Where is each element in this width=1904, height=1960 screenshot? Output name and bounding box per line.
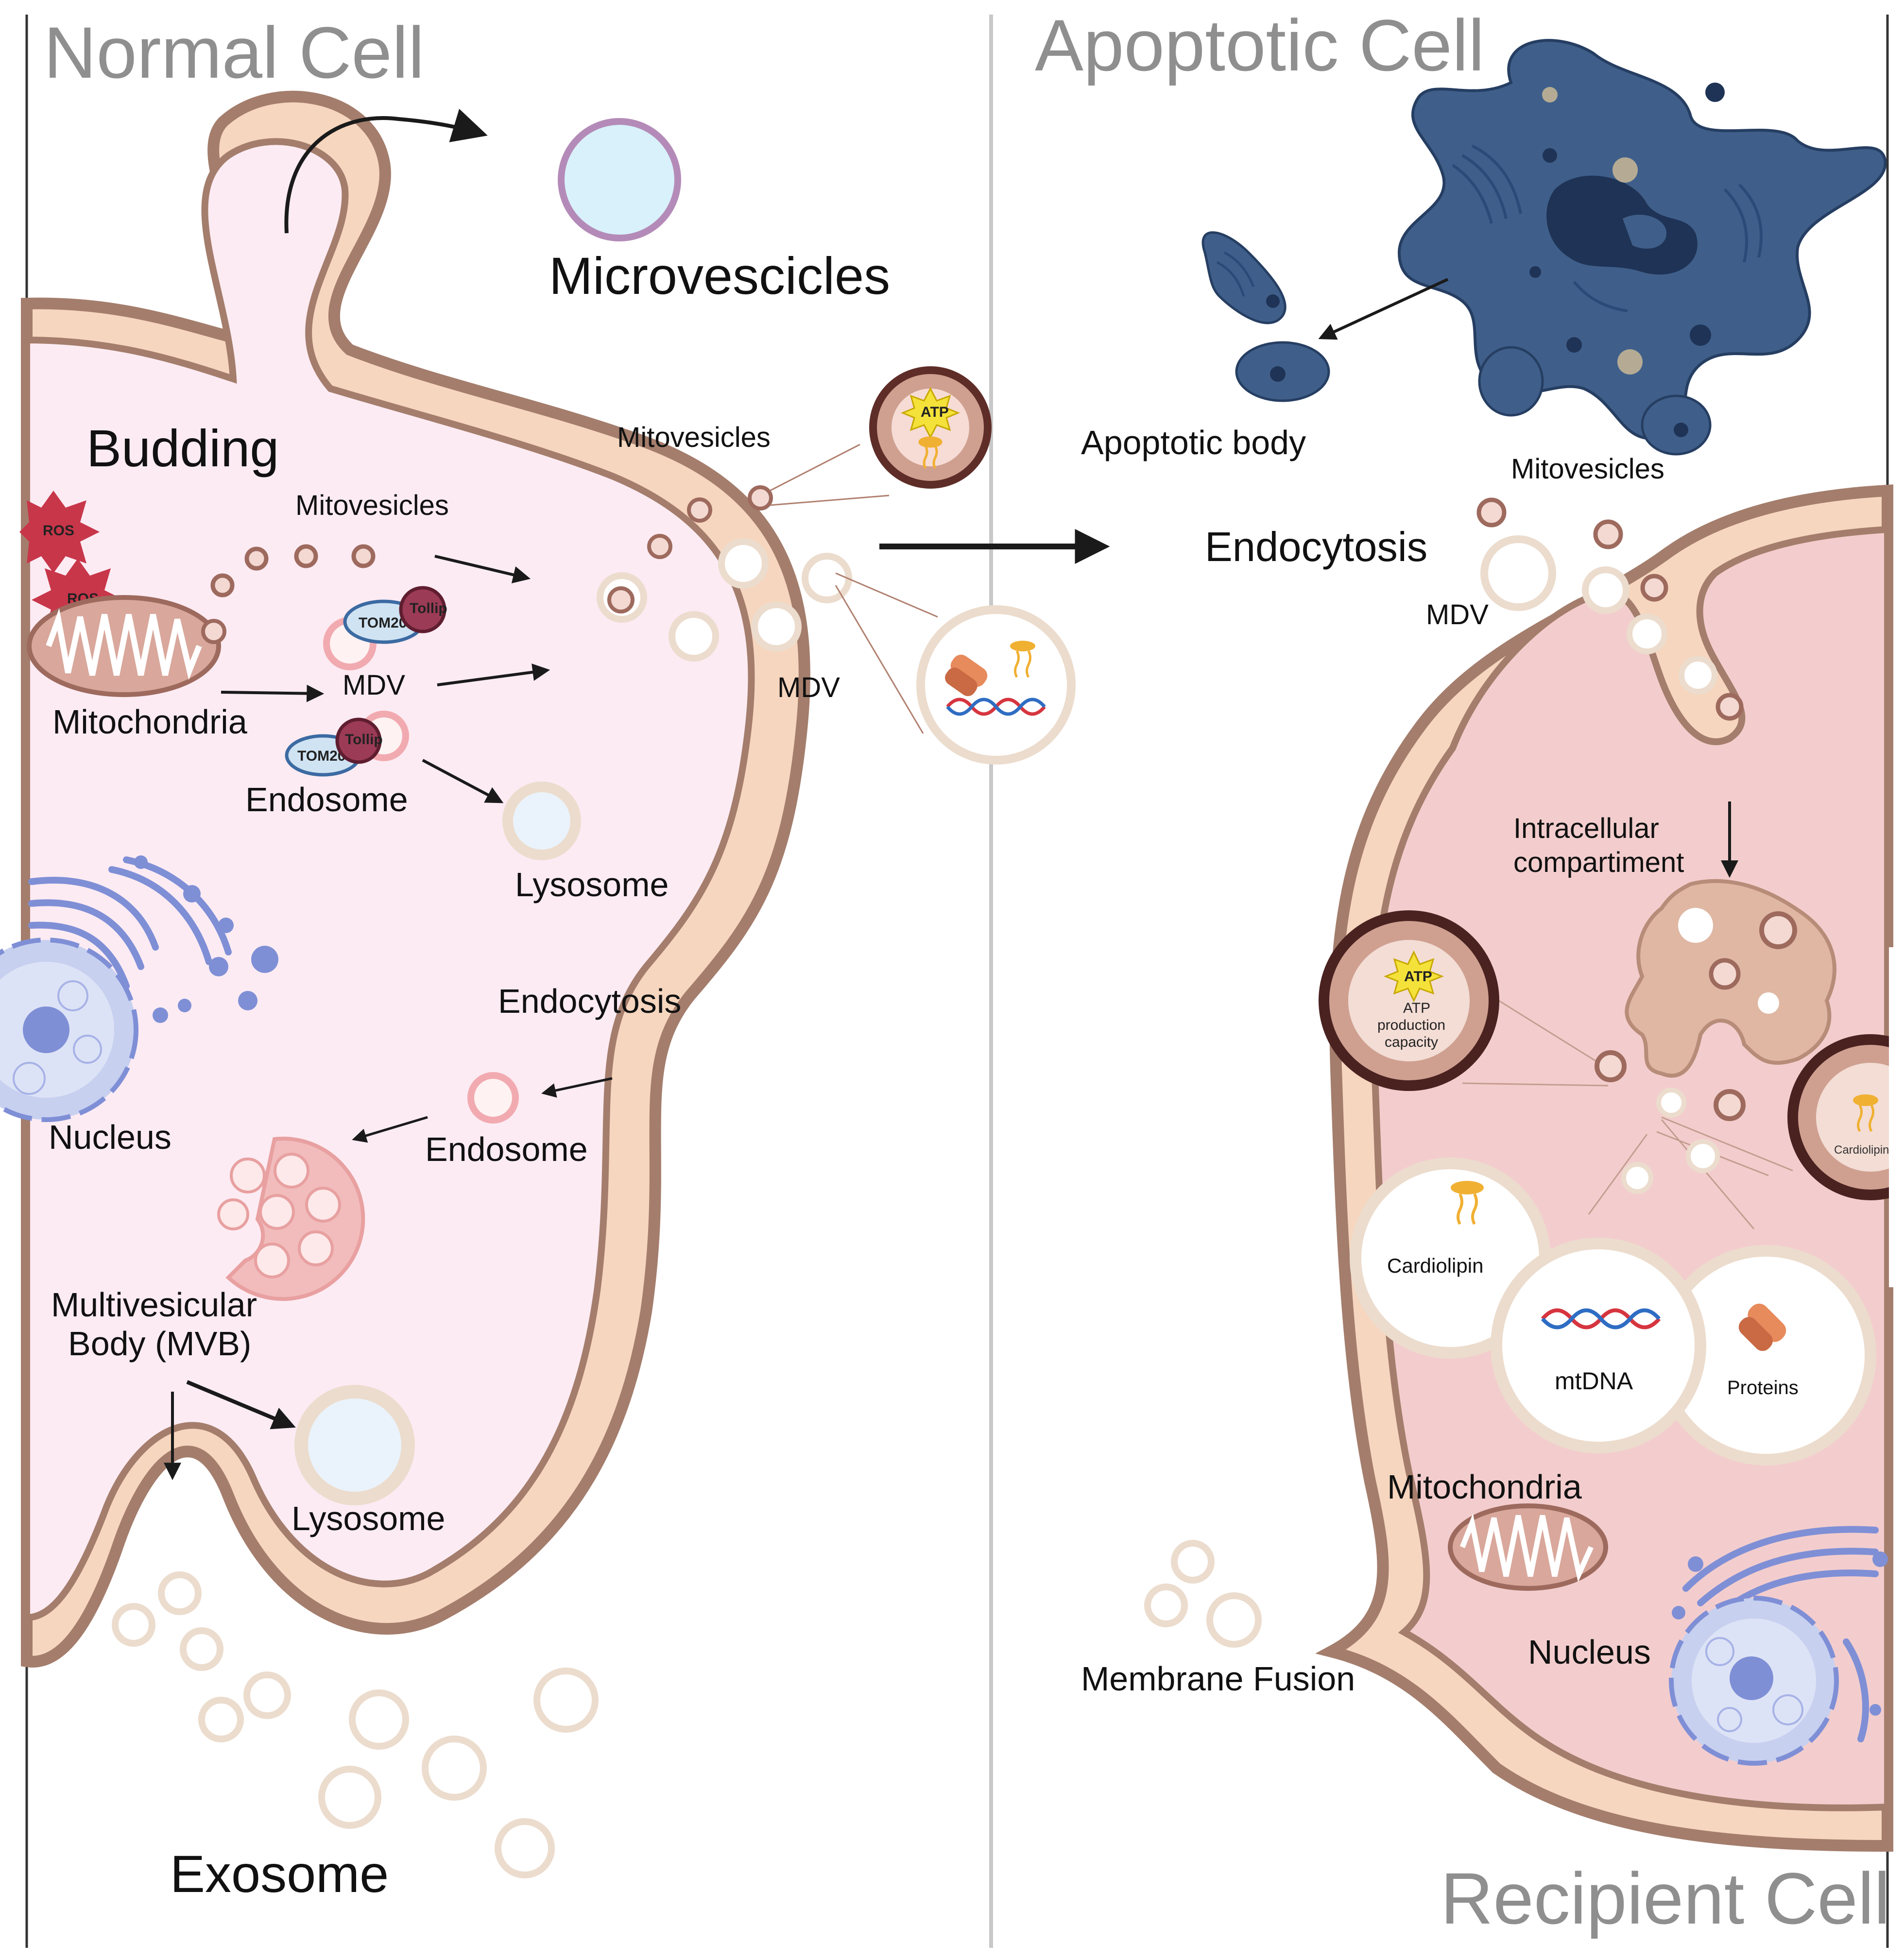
apoptotic-body-1 bbox=[1201, 231, 1286, 324]
atp-line2: production bbox=[1377, 1017, 1445, 1033]
nucleus-right bbox=[1669, 1526, 1888, 1766]
endocytosis-label-right: Endocytosis bbox=[1205, 524, 1427, 570]
apoptotic-nucleus-groove bbox=[1623, 214, 1666, 249]
mvb-left bbox=[217, 1137, 365, 1301]
mdv-tom20-tollip-1: TOM20 Tollip bbox=[323, 586, 447, 670]
apoptotic-dots bbox=[1529, 83, 1725, 353]
normal-cell-title: Normal Cell bbox=[44, 12, 424, 93]
mitochondria-label-left: Mitochondria bbox=[52, 703, 247, 741]
membrane-fusion-label: Membrane Fusion bbox=[1081, 1660, 1355, 1698]
recipient-cell-title: Recipient Cell bbox=[1441, 1858, 1890, 1939]
atp-badge-label: ATP bbox=[1404, 969, 1432, 985]
membrane-fusion-vesicles bbox=[1144, 1540, 1262, 1648]
mvb-label-line1: Multivesicular bbox=[51, 1286, 257, 1324]
mdv-tom20-tollip-2: TOM20 Tollip bbox=[285, 711, 409, 777]
apoptotic-body-4-dot bbox=[1674, 423, 1688, 437]
mvb-label-line2: Body (MVB) bbox=[68, 1325, 251, 1363]
microvesicles-label: Microvescicles bbox=[549, 246, 890, 305]
mitochondrion-left bbox=[27, 595, 226, 697]
mitovesicles-label-b: Mitovesicles bbox=[295, 490, 449, 521]
tom20-label-2: TOM20 bbox=[297, 748, 345, 764]
apoptotic-body-label: Apoptotic body bbox=[1081, 424, 1306, 461]
lysosome-label-a: Lysosome bbox=[515, 866, 669, 903]
zoom-proteins: Proteins bbox=[1656, 1245, 1876, 1466]
endosome-label-b: Endosome bbox=[425, 1130, 588, 1168]
nucleus-left bbox=[0, 855, 278, 1122]
microvesicle bbox=[558, 118, 681, 241]
nucleus-label-right: Nucleus bbox=[1528, 1633, 1651, 1671]
cardiolipin-label: Cardiolipin bbox=[1387, 1254, 1483, 1277]
tollip-label-2: Tollip bbox=[345, 732, 383, 748]
normal-cell-cytoplasm bbox=[23, 138, 755, 1621]
arrow-mito-to-mdv bbox=[221, 684, 325, 702]
intracellular-label-line2: compartiment bbox=[1513, 847, 1684, 878]
zoom-atp-production: ATP ATP production capacity bbox=[1319, 910, 1499, 1091]
ros-star-1: ROS bbox=[19, 491, 100, 573]
zoom-mtdna: mtDNA bbox=[1491, 1238, 1706, 1453]
mitochondria-label-right: Mitochondria bbox=[1387, 1468, 1582, 1506]
mdv-label-a: MDV bbox=[343, 669, 405, 701]
apoptotic-body-2-dot bbox=[1270, 366, 1286, 382]
mtdna-label: mtDNA bbox=[1555, 1367, 1633, 1395]
lysosome-2 bbox=[294, 1385, 415, 1505]
zoom-cargo-left bbox=[916, 605, 1076, 765]
budding-arrow bbox=[284, 108, 488, 234]
apoptotic-body-3 bbox=[1478, 346, 1544, 417]
arrow-mitovesicles bbox=[434, 555, 531, 583]
arrow-endosome-to-lysosome bbox=[422, 759, 504, 803]
arrow-mdv-out bbox=[437, 663, 550, 686]
mitovesicles-label-a: Mitovesicles bbox=[617, 422, 771, 453]
endosome-label-a: Endosome bbox=[245, 781, 408, 818]
edge-mask bbox=[1889, 947, 1904, 1287]
intracellular-label-line1: Intracellular bbox=[1513, 813, 1659, 844]
endocytosis-label-left: Endocytosis bbox=[498, 982, 681, 1020]
apoptotic-er bbox=[1452, 144, 1763, 312]
endosome-left-2 bbox=[467, 1072, 519, 1124]
lysosome-label-b: Lysosome bbox=[292, 1500, 445, 1537]
proteins-label: Proteins bbox=[1727, 1377, 1799, 1398]
mitovesicle-dots-left bbox=[210, 544, 376, 597]
atp-small-label: ATP bbox=[921, 404, 949, 420]
cardiolipin-edge-label: Cardiolipin bbox=[1834, 1143, 1889, 1157]
arrow-mvb-to-lysosome bbox=[186, 1380, 296, 1430]
exosome-label: Exosome bbox=[170, 1844, 389, 1903]
apoptotic-cell-title: Apoptotic Cell bbox=[1035, 4, 1485, 86]
intracellular-compartment bbox=[1625, 879, 1836, 1078]
lysosome-1 bbox=[502, 782, 581, 860]
budding-label: Budding bbox=[86, 419, 279, 477]
nucleus-label-left: Nucleus bbox=[49, 1118, 172, 1156]
recipient-cell: ATP ATP production capacity Cardiolipin … bbox=[1144, 484, 1904, 1852]
tollip-label-1: Tollip bbox=[410, 600, 447, 616]
arrow-endosome-to-mvb bbox=[352, 1116, 428, 1143]
atp-line1: ATP bbox=[1403, 1000, 1430, 1016]
arrow-apoptotic-body bbox=[1318, 278, 1449, 340]
apoptotic-granules bbox=[1542, 87, 1643, 375]
recipient-hub-vesicles bbox=[1595, 1050, 1746, 1194]
apoptotic-nucleus bbox=[1546, 175, 1698, 275]
mitovesicles-label-right: Mitovesicles bbox=[1511, 453, 1664, 485]
arrow-endocytosis bbox=[541, 1077, 613, 1098]
zoom-cardiolipin-edge: Cardiolipin bbox=[1787, 1034, 1904, 1200]
mdv-label-b: MDV bbox=[777, 672, 840, 703]
mdv-label-right: MDV bbox=[1426, 599, 1489, 631]
zoom-lines-left bbox=[770, 443, 938, 734]
normal-cell: ROS ROS TOM20 Tollip bbox=[0, 90, 1076, 1878]
mitochondrion-right bbox=[1448, 1503, 1608, 1591]
atp-line3: capacity bbox=[1385, 1034, 1438, 1050]
ros-label-1: ROS bbox=[43, 523, 74, 539]
recipient-endocytosis-vesicles bbox=[1476, 497, 1744, 721]
tom20-label-1: TOM20 bbox=[359, 615, 407, 631]
exosome-vesicles bbox=[112, 1571, 599, 1878]
zoom-atp-left: ATP bbox=[869, 366, 992, 489]
apoptotic-cell bbox=[1201, 39, 1887, 456]
